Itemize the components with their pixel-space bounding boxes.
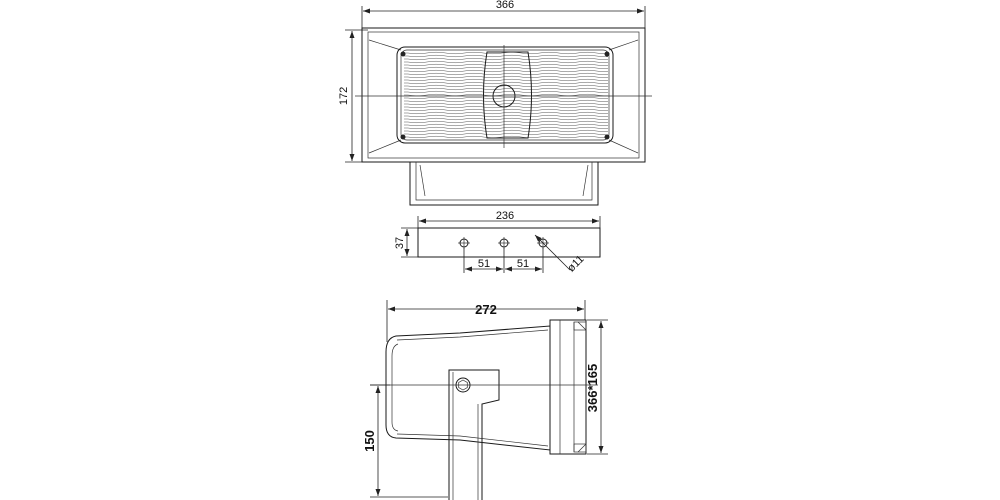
front-bracket: [409, 162, 599, 206]
grille-mesh-line: [404, 69, 609, 73]
grille-mesh-line: [404, 75, 609, 79]
grille-mesh-line: [404, 126, 609, 130]
plate-width-label: 236: [496, 210, 514, 222]
grille-mesh-line: [404, 57, 609, 61]
grille-screws: [400, 51, 610, 140]
screw-icon: [604, 134, 610, 140]
side-mouth-label: 366*165: [585, 364, 600, 412]
grille-mesh-line: [404, 111, 609, 115]
grille-mesh-line: [404, 66, 609, 70]
screw-icon: [400, 134, 406, 140]
front-width-dimension: 366: [361, 0, 646, 28]
front-height-dimension: 172: [338, 29, 368, 163]
grille-mesh-line: [404, 117, 609, 121]
grille-mesh-line: [404, 78, 609, 82]
grille-mesh-line: [404, 54, 609, 58]
grille-mesh-line: [404, 120, 609, 124]
grille-mesh-line: [404, 99, 609, 103]
horn-body-side: [385, 319, 587, 455]
grille-mesh-line: [404, 129, 609, 133]
grille-mesh-line: [404, 51, 609, 55]
plate-spacing-dimension: 51 51: [463, 248, 544, 273]
grille-mesh-line: [404, 90, 609, 94]
grille-mesh-line: [404, 96, 609, 100]
grille-mesh-line: [404, 102, 609, 106]
plate-height-dimension: 37: [394, 227, 420, 258]
grille-mesh-line: [404, 93, 609, 97]
screw-icon: [604, 51, 610, 57]
grille-mesh-line: [404, 63, 609, 67]
grille-mesh-line: [404, 108, 609, 112]
bracket-plate-view: 236 37 51: [394, 210, 601, 275]
grille-mesh-line: [404, 114, 609, 118]
plate-height-label: 37: [394, 237, 406, 249]
grille-mesh-line: [404, 72, 609, 76]
spacing-right-label: 51: [517, 258, 529, 270]
front-view: 366 172: [338, 0, 652, 206]
grille-mesh-line: [404, 135, 609, 139]
grille-mesh-line: [404, 123, 609, 127]
bracket-plate: [417, 227, 601, 258]
side-view: 272: [362, 300, 608, 500]
plate-width-dimension: 236: [417, 210, 601, 230]
grille-mesh-line: [404, 60, 609, 64]
front-height-label: 172: [338, 87, 350, 105]
hole-diameter-label: ø11: [565, 253, 586, 274]
side-depth-label: 272: [475, 302, 497, 317]
horn-inner-frame: [367, 31, 640, 159]
side-height-dimension: 150: [362, 384, 448, 498]
side-mouth-dimension: 366*165: [585, 319, 608, 455]
screw-icon: [400, 51, 406, 57]
speaker-grille: [396, 46, 614, 144]
spacing-left-label: 51: [478, 258, 490, 270]
horn-mouth-flange: [549, 319, 587, 455]
side-depth-dimension: 272: [386, 300, 586, 342]
side-bracket: [448, 369, 500, 500]
front-width-label: 366: [496, 0, 514, 11]
grille-mesh-line: [404, 132, 609, 136]
side-height-label: 150: [362, 430, 377, 452]
horn-flare-lines: [368, 39, 639, 154]
grille-mesh-line: [404, 87, 609, 91]
grille-mesh-line: [404, 81, 609, 85]
plate-holes: [458, 237, 549, 249]
horn-outer-frame: [361, 27, 646, 163]
